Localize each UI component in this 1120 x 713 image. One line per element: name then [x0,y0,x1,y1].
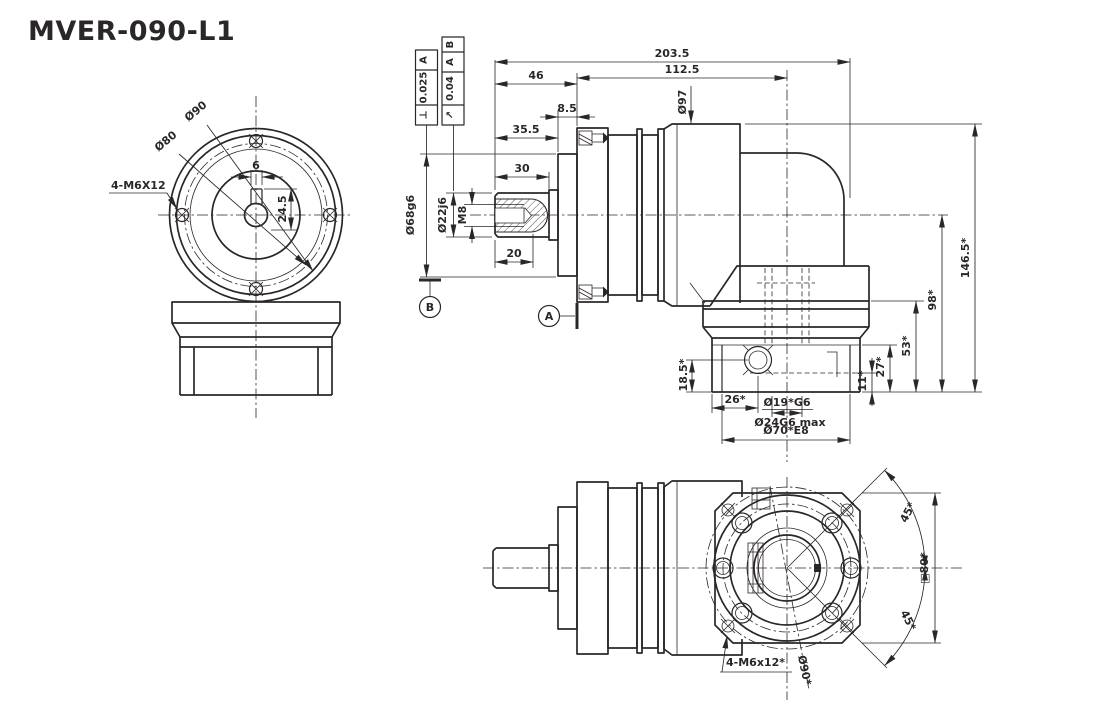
note-bolts-front: 4-M6X12 [111,179,166,192]
flange-screw-top [578,130,609,146]
dim-clamp-height: 18.5* [677,358,690,391]
dim-output-spigot: Ø70*E8 [763,424,809,437]
flange-screw-bottom [578,284,609,300]
bolt-hole-right [322,207,338,223]
fcf2-datum1: A [445,58,456,66]
side-view: 203.5 112.5 46 8.5 35.5 30 20 Ø97 Ø68g6 … [404,36,982,462]
dim-bolt-circle-dia: Ø90* [795,654,814,687]
note-bolts-output: 4-M6x12* [726,656,785,669]
output-view-shaft [492,547,549,589]
fcf2-tolerance: 0.04 [445,76,456,101]
dim-dia-flange: Ø90 [182,98,210,124]
bolt-circle-diameter-line [769,485,810,691]
dim-base-height: 27* [874,356,887,377]
dim-dia-body: Ø97 [676,90,689,115]
shaft-bore [243,202,269,228]
dim-keyway-width: 6 [252,159,260,172]
bolt-hole-top [248,133,264,149]
dim-spigot-length: 8.5 [557,102,577,115]
housing-base [179,337,333,396]
runout-icon: ↗ [445,111,456,119]
fcf-perpendicularity: A 0.025 ⊥ [414,49,439,126]
side-view-dimensions: 203.5 112.5 46 8.5 35.5 30 20 Ø97 Ø68g6 … [404,47,982,444]
front-view-dimensions: 6 24.5 Ø90 Ø80 4-M6X12 [109,98,314,272]
perpendicularity-icon: ⊥ [419,110,430,119]
front-view-body [168,127,344,396]
dim-flange-height: 53* [900,335,913,356]
dim-dia-bolt-circle: Ø80 [152,128,180,154]
fcf1-tolerance: 0.025 [419,72,430,104]
body-cylinder [663,123,741,303]
corner-screws [720,502,855,634]
dim-keyway-depth: 24.5 [276,195,289,222]
side-view-body [494,123,870,393]
dim-output-bore: Ø19*G6 [763,396,810,409]
bolt-hole-bottom [248,281,264,297]
dim-angle-lower: 45* [898,608,919,633]
dim-axis-height: 98* [926,289,939,310]
output-view: 45* 45* □80* Ø90* 4-M6x12* [483,467,962,700]
dim-to-output-axis: 112.5 [665,63,700,76]
dim-angle-upper: 45* [897,500,918,525]
datum-a: A [537,303,579,329]
bolt-hole-left [174,207,190,223]
keyway [250,188,263,205]
datum-b: B [418,278,442,319]
fcf-runout: B A 0.04 ↗ [441,36,465,126]
drawing-title: MVER-090-L1 [28,16,235,47]
clamp-screw [743,345,773,375]
front-view: 6 24.5 Ø90 Ø80 4-M6X12 [109,96,352,418]
dim-square-size: □80* [918,552,931,584]
dim-total-height: 146.5* [959,237,972,278]
datum-a-label: A [545,310,554,323]
side-view-centerlines [470,70,948,462]
dim-shaft-length: 30 [514,162,530,175]
dim-output-bore-max: Ø24G6 max [754,416,825,429]
fcf1-datum: A [419,56,430,64]
datum-b-label: B [426,301,434,314]
dim-dia-spigot: Ø68g6 [404,195,417,236]
bolt-circle-centerline [184,143,328,287]
dim-step-height: 11* [856,370,869,391]
dim-clamp-offset: 26* [724,393,745,406]
output-view-centerlines [483,477,962,700]
elbow-block [740,152,845,266]
fcf2-datum2: B [445,41,456,49]
output-flange-section [702,268,870,393]
dim-tap-size: M8 [456,206,469,225]
dim-hub-length: 35.5 [512,123,539,136]
dim-to-flange-face: 46 [528,69,544,82]
front-view-centerlines [158,96,352,418]
dim-total-length: 203.5 [655,47,690,60]
dim-tap-depth: 20 [506,247,522,260]
dim-dia-shaft: Ø22j6 [436,197,449,233]
tapped-hole-section [494,198,549,233]
